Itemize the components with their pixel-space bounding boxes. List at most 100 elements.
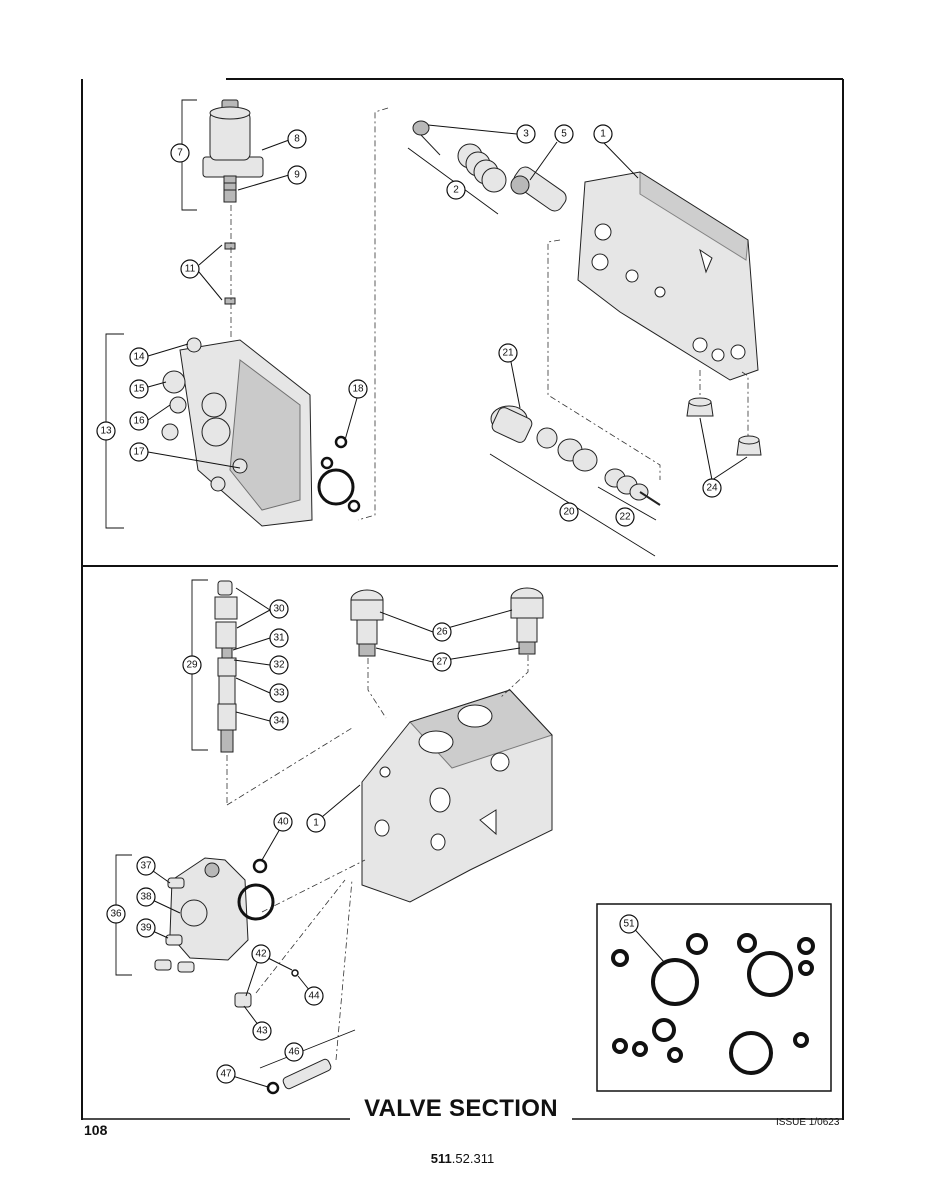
callout-7: 7 (170, 143, 190, 163)
callout-18: 18 (348, 379, 368, 399)
callout-21: 21 (498, 343, 518, 363)
diagram-frame (81, 78, 844, 1120)
callout-11: 11 (180, 259, 200, 279)
callout-31: 31 (269, 628, 289, 648)
page-number: 108 (84, 1122, 108, 1138)
spool-assembly-29 (214, 580, 238, 753)
svg-text:26: 26 (436, 627, 448, 638)
svg-text:21: 21 (502, 348, 514, 359)
callout-32: 32 (269, 655, 289, 675)
callout-39: 39 (136, 918, 156, 938)
callout-51: 51 (619, 914, 639, 934)
callout-1: 1 (593, 124, 613, 144)
svg-text:37: 37 (140, 861, 152, 872)
callout-14: 14 (129, 347, 149, 367)
valve-body-bottom (361, 689, 553, 903)
svg-text:51: 51 (623, 919, 635, 930)
callout-20: 20 (559, 502, 579, 522)
svg-text:2: 2 (453, 185, 459, 196)
svg-text:29: 29 (186, 660, 198, 671)
svg-text:38: 38 (140, 892, 152, 903)
pilot-housing (161, 337, 313, 527)
plug-3 (412, 120, 441, 156)
svg-text:7: 7 (177, 148, 183, 159)
issue-label: ISSUE 1/0623 (776, 1117, 840, 1128)
spool-assembly-20 (490, 405, 661, 506)
document-number-bold: 511 (430, 1151, 452, 1166)
callout-44: 44 (304, 986, 324, 1006)
svg-text:34: 34 (273, 716, 285, 727)
svg-text:43: 43 (256, 1026, 268, 1037)
callout-34: 34 (269, 711, 289, 731)
callouts: 1 3 5 2 7 8 9 11 13 14 15 16 17 18 21 20… (96, 124, 722, 1084)
svg-text:22: 22 (619, 512, 631, 523)
callout-46: 46 (284, 1042, 304, 1062)
callout-37: 37 (136, 856, 156, 876)
callout-2: 2 (446, 180, 466, 200)
svg-text:24: 24 (706, 483, 718, 494)
end-cap-36 (154, 857, 249, 973)
callout-15: 15 (129, 379, 149, 399)
alignment-lines-bottom (226, 655, 529, 1061)
callout-33: 33 (269, 683, 289, 703)
clip-parts (224, 242, 236, 305)
callout-27: 27 (432, 652, 452, 672)
svg-text:30: 30 (273, 604, 285, 615)
svg-text:1: 1 (313, 818, 319, 829)
svg-text:3: 3 (523, 129, 529, 140)
callout-43: 43 (252, 1021, 272, 1041)
callout-30: 30 (269, 599, 289, 619)
o-rings-40 (237, 858, 275, 921)
svg-text:44: 44 (308, 991, 320, 1002)
svg-text:14: 14 (133, 352, 145, 363)
svg-text:9: 9 (294, 170, 300, 181)
callout-16: 16 (129, 411, 149, 431)
svg-text:42: 42 (255, 949, 267, 960)
svg-text:32: 32 (273, 660, 285, 671)
callout-29: 29 (182, 655, 202, 675)
callout-9: 9 (287, 165, 307, 185)
callout-3: 3 (516, 124, 536, 144)
svg-text:18: 18 (352, 384, 364, 395)
callout-24: 24 (702, 478, 722, 498)
svg-text:5: 5 (561, 129, 567, 140)
svg-text:16: 16 (133, 416, 145, 427)
callout-22: 22 (615, 507, 635, 527)
svg-text:13: 13 (100, 426, 112, 437)
callout-26: 26 (432, 622, 452, 642)
small-parts-42-47 (234, 969, 332, 1095)
svg-text:39: 39 (140, 923, 152, 934)
alignment-lines-top (230, 107, 749, 521)
callout-47: 47 (216, 1064, 236, 1084)
relief-valves-26 (350, 587, 544, 657)
callout-40: 40 (273, 812, 293, 832)
svg-text:27: 27 (436, 657, 448, 668)
callout-5: 5 (554, 124, 574, 144)
o-ring-set-18 (317, 435, 361, 513)
svg-text:40: 40 (277, 817, 289, 828)
callout-8: 8 (287, 129, 307, 149)
svg-text:47: 47 (220, 1069, 232, 1080)
svg-text:36: 36 (110, 909, 122, 920)
document-number: 511.52.311 (0, 1151, 925, 1166)
svg-text:17: 17 (133, 447, 145, 458)
valve-body-top (577, 171, 759, 381)
callout-38: 38 (136, 887, 156, 907)
svg-text:33: 33 (273, 688, 285, 699)
svg-text:8: 8 (294, 134, 300, 145)
solenoid-actuator (202, 99, 264, 203)
svg-text:1: 1 (600, 129, 606, 140)
brackets-top (105, 99, 657, 557)
leader-lines-top (147, 124, 748, 481)
callout-42: 42 (251, 944, 271, 964)
callout-17: 17 (129, 442, 149, 462)
callout-1-bottom: 1 (306, 813, 326, 833)
svg-text:15: 15 (133, 384, 145, 395)
document-number-rest: .52.311 (451, 1151, 495, 1166)
svg-text:31: 31 (273, 633, 285, 644)
svg-text:11: 11 (185, 264, 196, 275)
svg-text:20: 20 (563, 507, 575, 518)
seal-kit-51 (596, 903, 832, 1092)
svg-text:46: 46 (288, 1047, 300, 1058)
